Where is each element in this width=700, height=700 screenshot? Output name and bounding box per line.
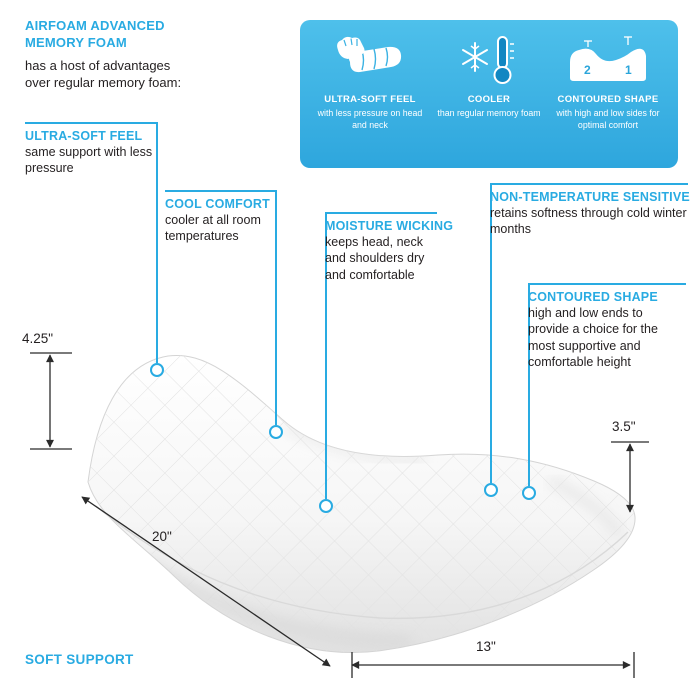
callout-line <box>528 283 530 486</box>
intro-body: has a host of advantages over regular me… <box>25 57 182 90</box>
feature-contoured: 2 1 CONTOURED SHAPE with high and low si… <box>552 33 664 158</box>
callout-desc: high and low ends to provide a choice fo… <box>528 306 658 369</box>
callout-title: MOISTURE WICKING <box>325 219 454 233</box>
callout-marker <box>150 363 164 377</box>
feature-desc: than regular memory foam <box>437 108 541 118</box>
feature-cooler: COOLER than regular memory foam <box>433 33 545 158</box>
dimension-label-side-depth: 13" <box>476 639 496 654</box>
callout-marker <box>269 425 283 439</box>
dimension-label-left-height: 4.25" <box>22 331 54 346</box>
soft-support-label: SOFT SUPPORT <box>25 652 134 667</box>
snowflake-thermometer-icon <box>458 33 520 87</box>
callout-non-temperature-sensitive: NON-TEMPERATURE SENSITIVE retains softne… <box>490 183 690 238</box>
callout-title: CONTOURED SHAPE <box>528 290 658 304</box>
contour-label-2: 2 <box>584 63 591 77</box>
callout-title: COOL COMFORT <box>165 197 270 211</box>
feature-title: CONTOURED SHAPE <box>557 94 659 105</box>
contour-profile-icon-svg: 2 1 <box>570 36 646 81</box>
callout-line <box>156 122 158 363</box>
callout-line <box>325 212 327 499</box>
callout-moisture-wicking: MOISTURE WICKING keeps head, neck and sh… <box>325 212 454 283</box>
callout-ultra-soft-feel: ULTRA-SOFT FEEL same support with less p… <box>25 122 158 177</box>
callout-desc: same support with less pressure <box>25 145 153 176</box>
intro-block: AIRFOAM ADVANCED MEMORY FOAM has a host … <box>25 18 187 92</box>
callout-title: ULTRA-SOFT FEEL <box>25 129 143 143</box>
feature-ultra-soft: ULTRA-SOFT FEEL with less pressure on he… <box>314 33 426 158</box>
callout-line <box>490 183 492 483</box>
contour-label-1: 1 <box>625 63 632 77</box>
callout-marker <box>484 483 498 497</box>
feature-desc: with high and low sides for optimal comf… <box>556 108 660 130</box>
callout-desc: keeps head, neck and shoulders dry and c… <box>325 235 425 282</box>
callout-marker <box>319 499 333 513</box>
contour-profile-icon: 2 1 <box>564 33 652 87</box>
callout-title: NON-TEMPERATURE SENSITIVE <box>490 190 690 204</box>
features-box: ULTRA-SOFT FEEL with less pressure on he… <box>300 20 678 168</box>
callout-contoured-shape: CONTOURED SHAPE high and low ends to pro… <box>528 283 686 370</box>
hand-pressing-pillow-icon <box>332 33 408 87</box>
intro-title: AIRFOAM ADVANCED MEMORY FOAM <box>25 18 165 50</box>
pillow-illustration <box>87 354 636 653</box>
hand-pressing-pillow-icon-svg <box>337 36 402 73</box>
feature-title: COOLER <box>467 94 511 105</box>
callout-line <box>275 190 277 425</box>
callout-desc: retains softness through cold winter mon… <box>490 206 687 237</box>
snowflake-thermometer-icon-svg <box>462 36 514 84</box>
callout-desc: cooler at all room temperatures <box>165 213 261 244</box>
feature-title: ULTRA-SOFT FEEL <box>324 94 416 105</box>
feature-desc: with less pressure on head and neck <box>317 108 423 130</box>
dimension-label-right-height: 3.5" <box>612 419 636 434</box>
callout-marker <box>522 486 536 500</box>
dimension-label-front-width: 20" <box>152 529 172 544</box>
callout-cool-comfort: COOL COMFORT cooler at all room temperat… <box>165 190 277 245</box>
